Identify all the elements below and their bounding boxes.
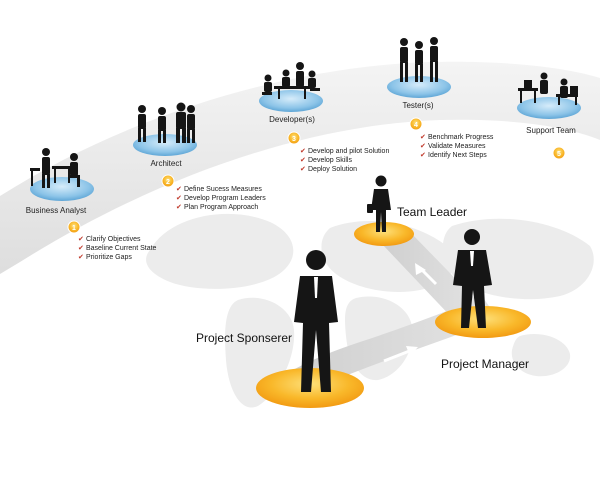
support-team-silhouette (518, 72, 578, 105)
step-marker-4: 4 (409, 117, 423, 131)
check-icon: ✔ (300, 166, 306, 173)
platform-support-team (517, 97, 581, 119)
step-marker-2: 2 (161, 174, 175, 188)
check-icon: ✔ (78, 254, 84, 261)
role-label-developers: Developer(s) (269, 115, 315, 124)
check-icon: ✔ (300, 157, 306, 164)
check-icon: ✔ (420, 152, 426, 159)
check-icon: ✔ (176, 204, 182, 211)
check-icon: ✔ (176, 195, 182, 202)
check-icon: ✔ (78, 245, 84, 252)
project-sponsor-silhouette (294, 250, 338, 392)
checklist-item: Baseline Current State (86, 245, 157, 252)
leader-label-team-leader: Team Leader (397, 205, 467, 219)
checklist-step-3: ✔ Develop and pilot Solution ✔ Develop S… (300, 148, 389, 173)
platform-testers (387, 76, 451, 98)
process-arc-band (0, 61, 600, 274)
arrow-right-icon (383, 346, 418, 363)
checklist-item: Clarify Objectives (86, 236, 141, 243)
checklist-item: Benchmark Progress (428, 134, 494, 141)
step-number: 5 (557, 151, 561, 158)
checklist-item: Deploy Solution (308, 166, 357, 173)
role-label-business-analyst: Business Analyst (26, 206, 87, 215)
arrow-up-left-icon (415, 263, 438, 286)
checklist-item: Prioritize Gaps (86, 254, 132, 261)
project-manager-silhouette (453, 229, 492, 328)
checklist-item: Plan Program Approach (184, 204, 258, 211)
checklist-item: Develop Program Leaders (184, 195, 266, 202)
platform-developers (259, 90, 323, 112)
step-number: 2 (166, 179, 170, 186)
platform-business-analyst (30, 177, 94, 201)
checklist-item: Develop and pilot Solution (308, 148, 389, 155)
step-marker-5: 5 (552, 146, 566, 160)
role-label-support-team: Support Team (526, 126, 576, 135)
developers-silhouette (262, 62, 320, 99)
check-icon: ✔ (78, 236, 84, 243)
step-marker-1: 1 (67, 220, 81, 234)
checklist-step-1: ✔ Clarify Objectives ✔ Baseline Current … (78, 236, 157, 261)
checklist-item: Identify Next Steps (428, 152, 487, 159)
platform-team-leader (354, 222, 414, 246)
step-number: 3 (292, 136, 296, 143)
step-marker-3: 3 (287, 131, 301, 145)
testers-silhouette (400, 37, 438, 82)
step-number: 1 (72, 225, 76, 232)
platform-architect (133, 134, 197, 156)
check-icon: ✔ (300, 148, 306, 155)
check-icon: ✔ (420, 143, 426, 150)
step-number: 4 (414, 122, 418, 129)
checklist-item: Define Sucess Measures (184, 186, 262, 193)
check-icon: ✔ (176, 186, 182, 193)
role-label-architect: Architect (150, 159, 182, 168)
checklist-item: Develop Skills (308, 157, 352, 164)
leader-label-project-manager: Project Manager (441, 357, 529, 371)
team-leader-silhouette (367, 175, 391, 232)
checklist-item: Validate Measures (428, 143, 486, 150)
checklist-step-2: ✔ Define Sucess Measures ✔ Develop Progr… (176, 186, 266, 211)
architect-silhouette (138, 102, 195, 143)
leader-label-project-sponsor: Project Sponserer (196, 331, 292, 345)
check-icon: ✔ (420, 134, 426, 141)
business-analyst-silhouette (30, 148, 80, 188)
checklist-step-4: ✔ Benchmark Progress ✔ Validate Measures… (420, 134, 494, 159)
leadership-path-upper (382, 232, 486, 322)
role-label-testers: Tester(s) (402, 101, 433, 110)
